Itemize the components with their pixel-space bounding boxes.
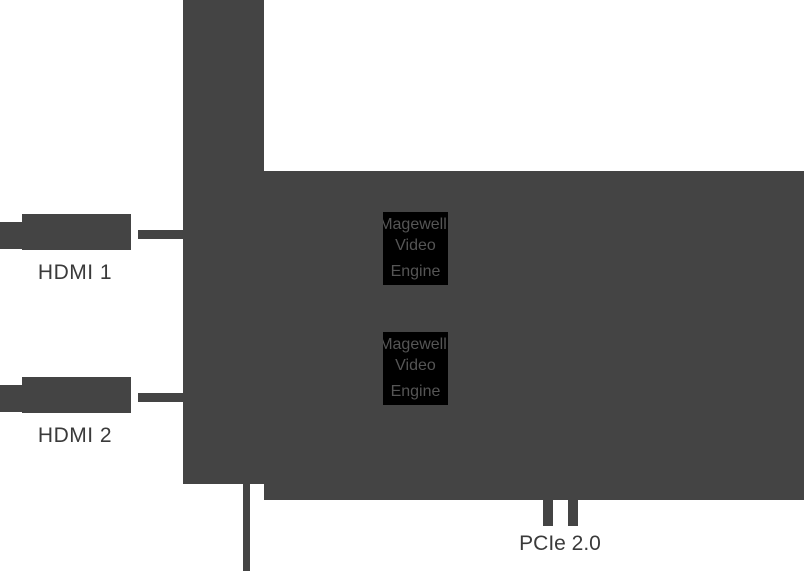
hdmi-label-2: HDMI 2 [37,424,113,447]
magewell-video-engine-block-1 [383,212,448,285]
bottom-lead-line [243,484,250,571]
magewell-video-engine-block-2 [383,332,448,405]
hdmi-connector-barrel-icon [0,222,110,249]
pcie-lane-stub-1 [543,500,553,526]
chip-body-column [183,0,264,500]
hdmi-connector-barrel-icon [0,385,110,412]
hdmi-lead-1 [138,230,184,239]
hdmi-input-1: HDMI 1 [0,208,190,284]
chip-body-main [264,171,804,500]
hdmi-label-1: HDMI 1 [37,261,113,284]
hdmi-input-2: HDMI 2 [0,371,190,447]
hdmi-lead-2 [138,393,184,402]
chip-bottom-notch-right [250,484,264,500]
pcie-lane-stub-2 [568,500,578,526]
pcie-label: PCIe 2.0 [519,532,601,555]
chip-bottom-notch-left [183,484,243,500]
